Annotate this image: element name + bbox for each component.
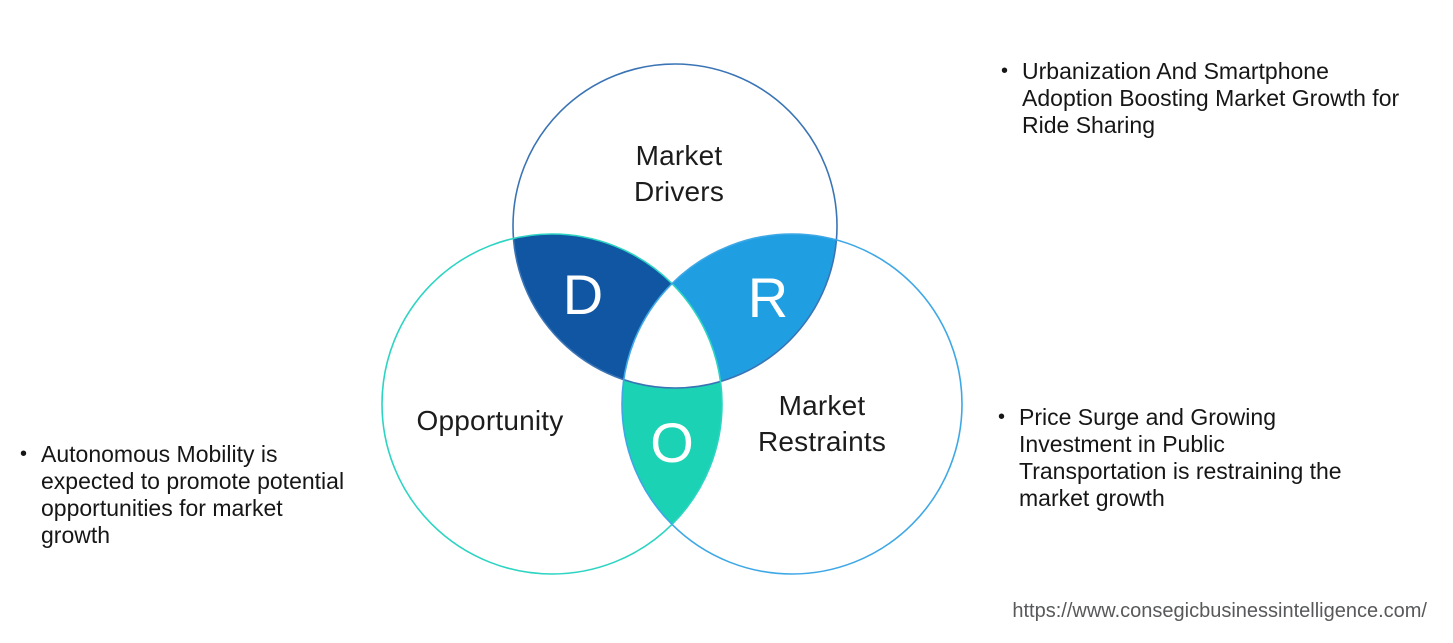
opportunity-label: Opportunity	[416, 405, 564, 436]
bullet-marker: •	[1001, 60, 1009, 82]
right-bottom-bullet-text: Price Surge and Growing Investment in Pu…	[1019, 404, 1342, 511]
right-top-bullet-text: Urbanization And Smartphone Adoption Boo…	[1022, 58, 1400, 138]
drivers-circle-outline	[512, 63, 838, 389]
source-url: https://www.consegicbusinessintelligence…	[1012, 600, 1427, 622]
bullet-marker: •	[20, 443, 28, 465]
opportunity-circle-outline	[381, 233, 723, 575]
right-top-bullet-item: • Urbanization And Smartphone Adoption B…	[1001, 58, 1441, 139]
left-bullet-item: • Autonomous Mobility is expected to pro…	[20, 441, 376, 549]
opportunity-letter: O	[650, 411, 694, 474]
right-bottom-bullet-item: • Price Surge and Growing Investment in …	[998, 404, 1418, 512]
drivers-letter: D	[562, 263, 604, 326]
restraints-letter: R	[747, 266, 789, 329]
drivers-opportunity-overlap	[513, 234, 722, 388]
restraints-circle-outline	[621, 233, 963, 575]
drivers-restraints-overlap	[622, 234, 837, 388]
drivers-label: Market Drivers	[633, 140, 725, 207]
left-bullet-text: Autonomous Mobility is expected to promo…	[41, 441, 345, 548]
restraints-label: Market Restraints	[757, 390, 887, 457]
bullet-marker: •	[998, 406, 1006, 428]
